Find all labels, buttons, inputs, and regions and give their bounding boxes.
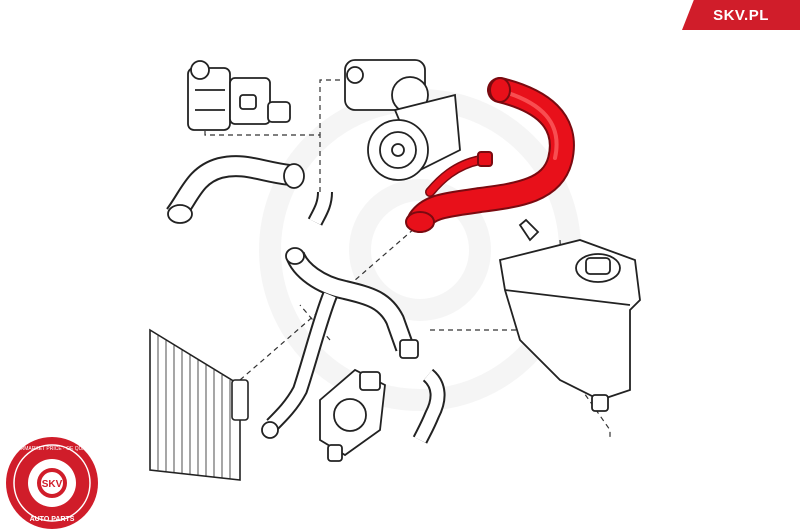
brand-site-label[interactable]: SKV.PL — [682, 0, 800, 30]
gear-icon — [37, 468, 67, 498]
hose-middle — [261, 247, 419, 439]
highlighted-hose — [405, 77, 575, 233]
seal-bottom-text: AUTO PARTS — [30, 516, 75, 523]
radiator — [149, 328, 249, 481]
seal-center-text: SKV — [42, 479, 63, 490]
water-pump — [344, 59, 461, 181]
expansion-tank — [498, 218, 641, 412]
seal-top-text: AFTERMARKET PRICE · OE QUALITY — [8, 446, 97, 452]
auxiliary-pump — [319, 368, 386, 462]
small-elbow-hose — [307, 191, 333, 226]
hose-left — [166, 155, 305, 224]
hose-small-bottom — [412, 368, 446, 444]
skv-seal-logo: SKV AFTERMARKET PRICE · OE QUALITY AUTO … — [6, 437, 98, 529]
thermostat-housing — [187, 60, 291, 131]
